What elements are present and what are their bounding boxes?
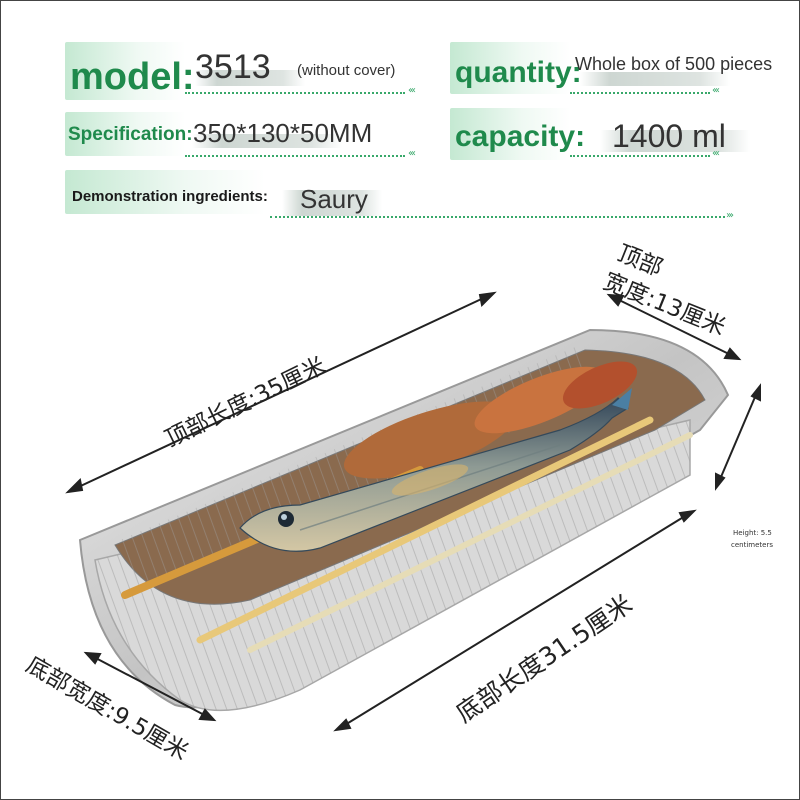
dotted-underline bbox=[570, 155, 710, 157]
dimension-arrows bbox=[65, 291, 761, 732]
chevrons-icon: ‹‹‹ bbox=[712, 148, 720, 159]
chevrons-icon: ››› bbox=[726, 210, 734, 221]
height-label-line1: Height: 5.5 bbox=[733, 529, 772, 537]
height-label-line2: centimeters bbox=[731, 541, 773, 549]
model-label: model: bbox=[70, 56, 195, 98]
value-highlight bbox=[282, 190, 382, 216]
value-highlight bbox=[195, 70, 305, 86]
quantity-label: quantity: bbox=[455, 56, 582, 89]
spec-value: 350*130*50MM bbox=[193, 118, 373, 148]
chevrons-icon: ‹‹‹ bbox=[408, 85, 416, 96]
ingredients-value: Saury bbox=[300, 184, 368, 214]
label-highlight bbox=[450, 108, 570, 160]
ingredients-label: Demonstration ingredients: bbox=[72, 188, 268, 205]
capacity-value: 1400 ml bbox=[612, 118, 726, 154]
roasted-food bbox=[343, 361, 638, 479]
saury-fish bbox=[239, 388, 632, 552]
value-highlight bbox=[600, 130, 750, 152]
label-highlight bbox=[65, 170, 265, 214]
spec-label: Specification: bbox=[68, 124, 193, 145]
dotted-underline bbox=[270, 216, 725, 218]
model-note: (without cover) bbox=[297, 62, 396, 79]
chevrons-icon: ‹‹‹ bbox=[408, 148, 416, 159]
chevrons-icon: ‹‹‹ bbox=[712, 85, 720, 96]
label-highlight bbox=[65, 112, 185, 156]
dotted-underline bbox=[185, 155, 405, 157]
value-highlight bbox=[192, 134, 342, 148]
model-value: 3513 bbox=[195, 48, 271, 86]
quantity-value: Whole box of 500 pieces bbox=[575, 54, 773, 74]
value-highlight bbox=[580, 72, 730, 86]
dotted-underline bbox=[185, 92, 405, 94]
label-highlight bbox=[450, 42, 570, 94]
capacity-label: capacity: bbox=[455, 120, 586, 153]
dotted-underline bbox=[570, 92, 710, 94]
label-highlight bbox=[65, 42, 185, 100]
foil-tray bbox=[78, 328, 730, 712]
